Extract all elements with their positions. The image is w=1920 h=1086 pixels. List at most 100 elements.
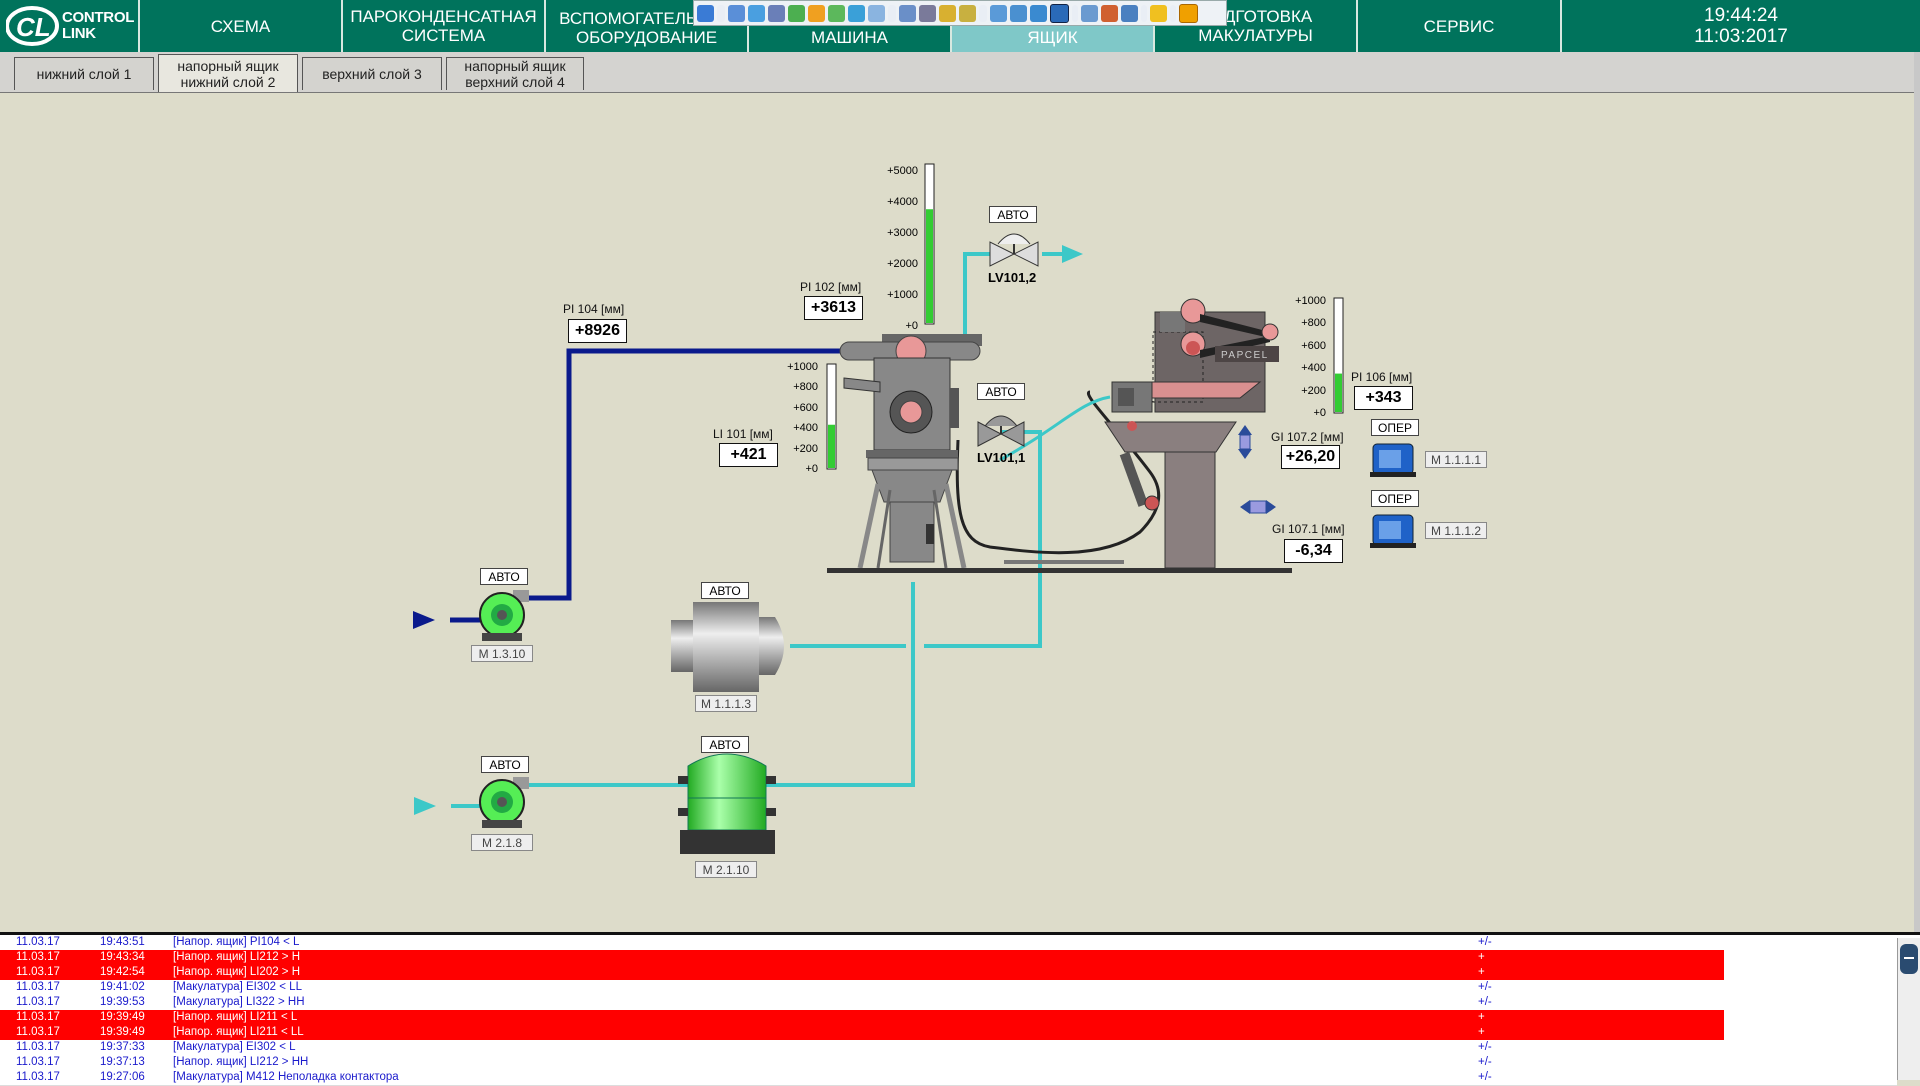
window-icon[interactable]	[748, 4, 765, 22]
alarm-time: 19:27:06	[100, 1071, 145, 1083]
nav-auxiliary-equipment[interactable]: ВСПОМОГАТЕЛЬНОЕ ОБОРУДОВАНИЕ	[544, 0, 747, 52]
li101-scale: +1000+800+600 +400+200+0	[787, 361, 818, 476]
m1111-mode-button[interactable]: ОПЕР	[1371, 419, 1419, 436]
tree-icon[interactable]	[788, 4, 805, 22]
subtab-top-layer-3[interactable]: верхний слой 3	[302, 57, 442, 90]
m1112-mode-button[interactable]: ОПЕР	[1371, 490, 1419, 507]
alarm-msg: [Напор. ящик] LI211 < L	[173, 1011, 298, 1023]
alarm-date: 11.03.17	[16, 936, 60, 948]
note-icon[interactable]	[1150, 4, 1167, 22]
m1113-name[interactable]: M 1.1.1.3	[695, 695, 757, 712]
right-edge	[1914, 52, 1920, 932]
m1113-mode-button[interactable]: АВТО	[701, 582, 749, 599]
alarm-time: 19:37:33	[100, 1041, 145, 1053]
alarm-date: 11.03.17	[16, 1026, 60, 1038]
display-icon[interactable]	[1030, 4, 1047, 22]
alarm-row-spacer	[1724, 965, 1897, 981]
actuator-vertical-icon[interactable]	[1238, 425, 1252, 459]
nav-steam-condensate-system[interactable]: ПАРОКОНДЕНСАТНАЯ СИСТЕМА	[341, 0, 544, 52]
refresh-icon[interactable]	[1010, 4, 1027, 22]
alarm-msg: [Напор. ящик] LI212 > H	[173, 951, 301, 963]
li101-bar-frame	[826, 363, 837, 470]
nav-schema[interactable]: СХЕМА	[138, 0, 341, 52]
settings-icon[interactable]	[697, 4, 714, 22]
toolbar-separator	[1141, 4, 1147, 22]
toolbar-separator	[1072, 4, 1078, 22]
gi1072-label: GI 107.2 [мм]	[1271, 430, 1344, 444]
alarm-ack: +/-	[1478, 1041, 1492, 1053]
close-toolbar-icon[interactable]	[1179, 3, 1198, 23]
pi102-scale: +5000+4000+3000 +2000+1000+0	[887, 165, 918, 332]
terminal-icon[interactable]	[768, 4, 785, 22]
message-icon[interactable]	[868, 4, 885, 22]
m1111-name[interactable]: M 1.1.1.1	[1425, 451, 1487, 468]
alarm-ack: +/-	[1478, 1056, 1492, 1068]
alarm-msg: [Напор. ящик] LI202 > H	[173, 966, 301, 978]
screen-icon[interactable]	[990, 4, 1007, 22]
user-icon[interactable]	[899, 4, 916, 22]
users-icon[interactable]	[919, 4, 936, 22]
alarm-msg: [Макулатура] LI322 > HH	[173, 996, 305, 1008]
pi104-value: +8926	[568, 319, 627, 343]
monitor-icon[interactable]	[728, 4, 745, 22]
alarm-time: 19:39:49	[100, 1026, 145, 1038]
alarm-ack: +	[1478, 1026, 1485, 1038]
alarm-scrollbar[interactable]	[1897, 938, 1920, 1080]
m218-name[interactable]: M 2.1.8	[471, 834, 533, 851]
control-link-logo: CL CONTROL LINK	[0, 0, 138, 52]
alarm-clock-icon[interactable]	[808, 4, 825, 22]
m1112-name[interactable]: M 1.1.1.2	[1425, 522, 1487, 539]
chat-icon[interactable]	[828, 4, 845, 22]
papcel-label: PAPCEL	[1221, 350, 1269, 361]
logo-text-line2: LINK	[62, 25, 96, 42]
display-active-icon[interactable]	[1050, 3, 1069, 23]
alarm-time: 19:37:13	[100, 1056, 145, 1068]
m1310-name[interactable]: M 1.3.10	[471, 645, 533, 662]
subtab-headbox-bottom-layer-2[interactable]: напорный ящик нижний слой 2	[158, 54, 298, 92]
process-diagram: PAPCEL	[413, 163, 1416, 854]
alarm-time: 19:42:54	[100, 966, 145, 978]
nav-waste-paper-preparation[interactable]: ПОДГОТОВКА МАКУЛАТУРЫ	[1153, 0, 1356, 52]
m2110-mode-button[interactable]: АВТО	[701, 736, 749, 753]
copy-icon[interactable]	[1081, 4, 1098, 22]
nav-service[interactable]: СЕРВИС	[1356, 0, 1560, 52]
lv1012-mode-button[interactable]: АВТО	[989, 206, 1037, 223]
svg-text:CL: CL	[16, 12, 51, 42]
scroll-up-icon[interactable]	[1898, 942, 1920, 982]
subtab-bottom-layer-1[interactable]: нижний слой 1	[14, 57, 154, 90]
alarm-ack: +/-	[1478, 996, 1492, 1008]
actuator-horizontal-icon[interactable]	[1240, 500, 1276, 514]
lock-icon[interactable]	[939, 4, 956, 22]
m218-mode-button[interactable]: АВТО	[481, 756, 529, 773]
lv1011-mode-button[interactable]: АВТО	[977, 383, 1025, 400]
m2110-name[interactable]: M 2.1.10	[695, 861, 757, 878]
li101-value: +421	[719, 443, 778, 467]
nav-machine[interactable]: МАШИНА	[747, 0, 950, 52]
logo-icon: CL	[6, 6, 59, 46]
li101-label: LI 101 [мм]	[713, 427, 773, 441]
m1310-mode-button[interactable]: АВТО	[480, 568, 528, 585]
unlock-icon[interactable]	[959, 4, 976, 22]
alarm-row-spacer	[1724, 1055, 1897, 1071]
screenshot-icon[interactable]	[1121, 4, 1138, 22]
subtab-headbox-top-layer-4[interactable]: напорный ящик верхний слой 4	[446, 57, 584, 90]
phone-icon[interactable]	[848, 4, 865, 22]
headbox-vessel	[827, 334, 1292, 573]
alarm-date: 11.03.17	[16, 1011, 60, 1023]
alarm-msg: [Макулатура] M412 Неполадка контактора	[173, 1071, 399, 1083]
pi102-label: PI 102 [мм]	[800, 280, 862, 294]
tools-icon[interactable]	[1101, 4, 1118, 22]
motor-m1113-icon	[671, 602, 784, 692]
alarm-row-spacer	[1724, 980, 1897, 996]
pi106-scale: +1000+800+600 +400+200+0	[1295, 295, 1326, 420]
